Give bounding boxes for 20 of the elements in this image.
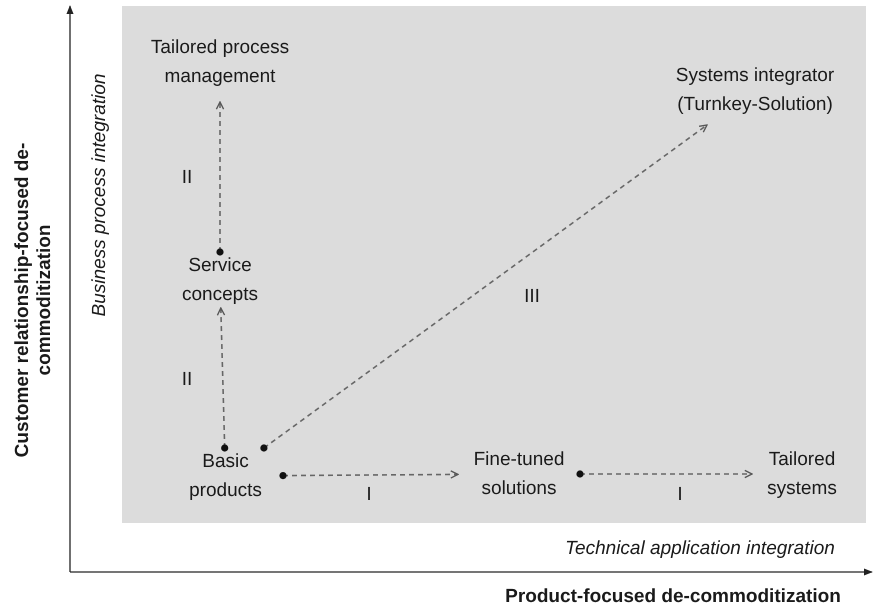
node-label: Tailored systems [766,448,838,501]
node-label: Service concepts [180,254,260,307]
node-label: Systems integrator (Turnkey-Solution) [674,64,836,117]
node-label: Basic products [188,450,263,503]
node-label: Tailored process management [150,36,290,89]
dashed-arrow [576,470,753,478]
dashed-arrow [216,307,228,452]
axis-label: Technical application integration [565,538,835,560]
region-numeral: I [677,484,683,506]
dashed-arrow [279,470,459,480]
region-numeral: II [182,167,192,189]
axis-label: Business process integration [89,74,111,316]
region-numeral: II [182,369,192,391]
dashed-arrow [216,101,224,256]
dashed-arrow [260,124,708,452]
region-numeral: III [524,286,540,308]
region-numeral: I [366,484,372,506]
axis-title: Product-focused de-commoditization [505,586,841,608]
axis-title: Customer relationship-focused de-commoditization [12,142,56,460]
node-label: Fine-tuned solutions [472,448,566,501]
